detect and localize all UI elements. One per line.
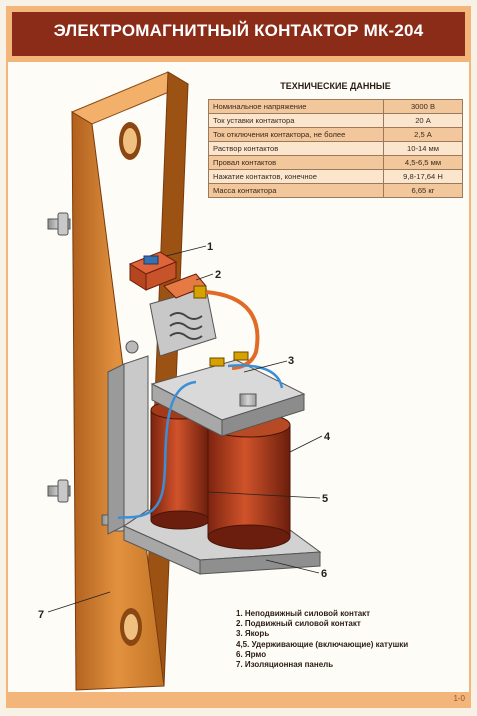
spec-label: Ток отключения контактора, не более xyxy=(208,127,384,142)
footer-mark: 1-0 xyxy=(453,694,465,703)
legend: 1. Неподвижный силовой контакт 2. Подвиж… xyxy=(236,609,408,670)
legend-item: 7. Изоляционная панель xyxy=(236,660,334,670)
callout-6: 6 xyxy=(321,568,327,580)
footer-frame xyxy=(6,692,471,708)
callout-1: 1 xyxy=(207,241,213,253)
spec-label: Масса контактора xyxy=(208,183,384,198)
legend-item: 1. Неподвижный силовой контакт xyxy=(236,609,371,618)
legend-item: 4,5. Удерживающие (включающие) катушки xyxy=(236,639,409,649)
legend-item: 2. Подвижный силовой контакт xyxy=(236,619,361,629)
callout-4: 4 xyxy=(324,431,331,443)
callout-5: 5 xyxy=(322,493,328,505)
page-title: ЭЛЕКТРОМАГНИТНЫЙ КОНТАКТОР МК-204 xyxy=(53,21,424,40)
fixed-contact xyxy=(128,251,178,291)
spec-value: 6,65 кг xyxy=(383,183,463,198)
callout-leaders xyxy=(47,245,323,613)
spec-value: 20 А xyxy=(383,113,463,128)
coil-leads xyxy=(117,351,284,520)
spec-value: 10-14 мм xyxy=(383,141,463,156)
title-bar xyxy=(12,12,465,56)
spec-label: Раствор контактов xyxy=(208,141,384,156)
callout-3: 3 xyxy=(288,355,294,367)
callout-7: 7 xyxy=(38,609,44,621)
callout-2: 2 xyxy=(215,269,221,281)
legend-item: 6. Ярмо xyxy=(236,649,267,659)
specs-title: ТЕХНИЧЕСКИЕ ДАННЫЕ xyxy=(280,81,391,91)
legend-item: 3. Якорь xyxy=(236,629,270,639)
spec-label: Нажатие контактов, конечное xyxy=(208,169,384,184)
armature xyxy=(150,359,306,437)
